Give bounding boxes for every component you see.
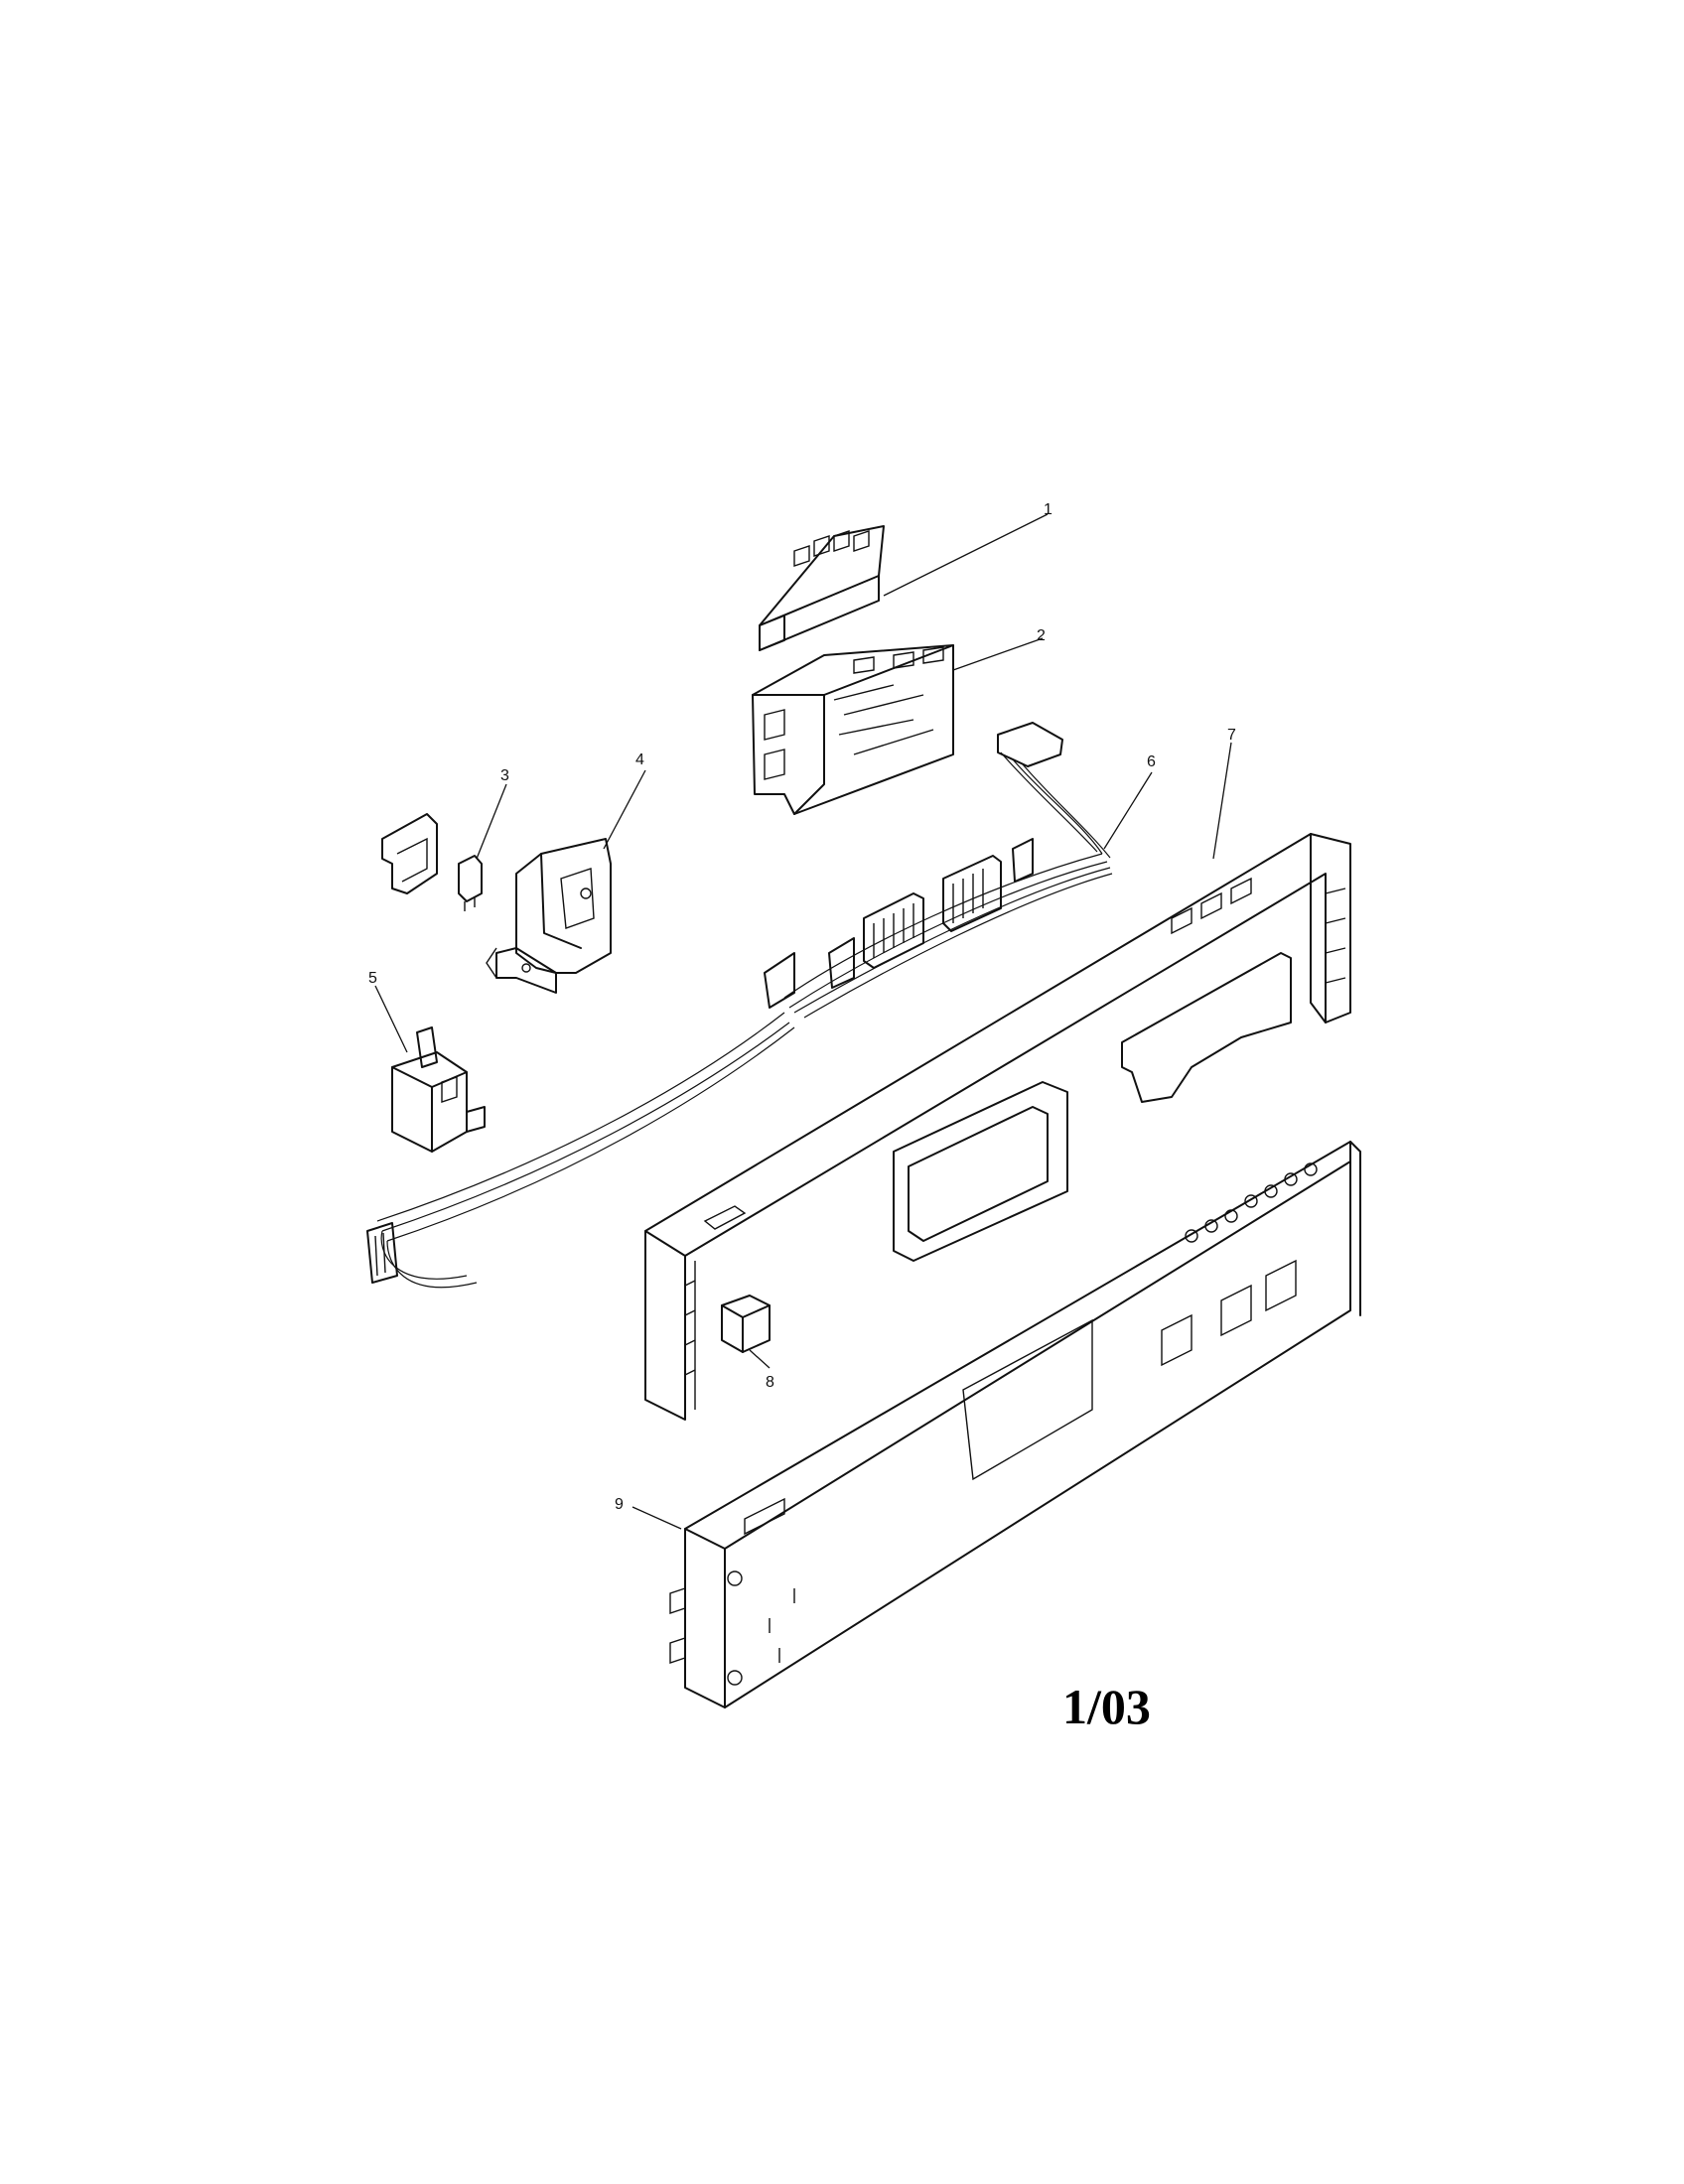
leader-lines	[374, 513, 1232, 1530]
revision-date: 1/03	[1062, 1679, 1151, 1734]
callout-9: 9	[615, 1496, 624, 1513]
callout-1: 1	[1044, 501, 1052, 518]
part-7-control-panel-frame[interactable]	[644, 833, 1351, 1421]
callout-2: 2	[1037, 627, 1046, 644]
callout-6: 6	[1147, 753, 1156, 770]
part-3-door-switch[interactable]	[381, 813, 483, 911]
part-4-latch-assembly[interactable]	[486, 838, 612, 994]
callout-5: 5	[368, 970, 377, 987]
callout-7: 7	[1227, 727, 1236, 744]
callout-3: 3	[500, 767, 509, 784]
part-2-control-module[interactable]	[752, 644, 954, 815]
part-5-switch-block[interactable]	[391, 1026, 486, 1153]
callout-8: 8	[766, 1374, 774, 1391]
part-1-button-strip[interactable]	[759, 525, 885, 651]
part-9-front-console[interactable]	[669, 1141, 1361, 1708]
part-8-indicator-block[interactable]	[721, 1295, 771, 1353]
callout-4: 4	[635, 751, 644, 768]
part-6-wire-harness[interactable]	[366, 722, 1113, 1289]
callout-labels: 1 2 3 4 5 6 7 8 9	[368, 501, 1236, 1513]
